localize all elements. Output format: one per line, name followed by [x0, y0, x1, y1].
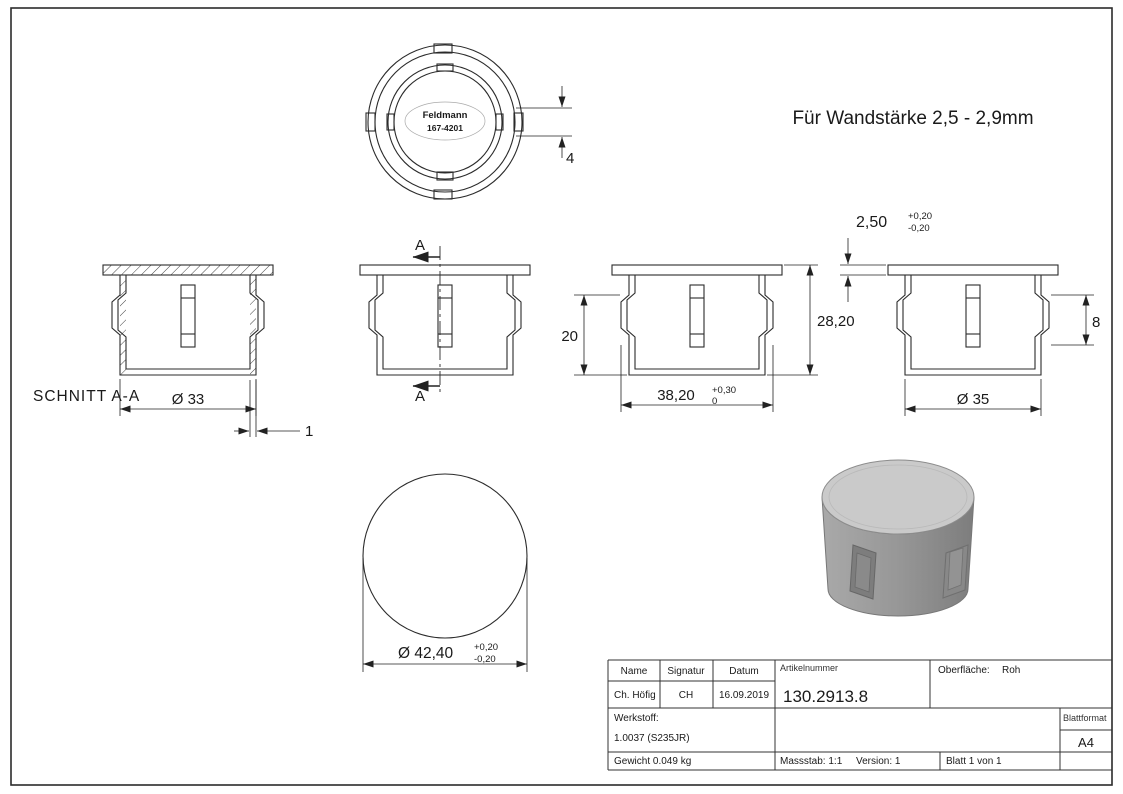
dim-dia35-label: Ø 35: [957, 391, 990, 408]
dim-wall1-label: 1: [305, 423, 313, 440]
dim-3820-tol-minus: 0: [712, 396, 717, 407]
blatt-value: Blatt 1 von 1: [946, 756, 1002, 767]
dim-20: 20: [561, 294, 627, 376]
dim-250-tol-minus: -0,20: [908, 223, 930, 234]
dim-4: 4: [516, 86, 574, 167]
gewicht-value: Gewicht 0.049 kg: [614, 756, 691, 767]
dim-dia33: Ø 33: [119, 379, 257, 416]
dim-250-tol-plus: +0,20: [908, 211, 932, 222]
col-signatur: Signatur: [667, 666, 705, 677]
dim-4-label: 4: [566, 150, 574, 167]
top-view: Feldmann 167-4201 4: [365, 43, 574, 200]
artikelnummer-label: Artikelnummer: [780, 663, 838, 673]
oberflaeche-value: Roh: [1002, 665, 1020, 676]
section-view-a-a: SCHNITT A-A Ø 33 1: [33, 264, 313, 440]
werkstoff-value: 1.0037 (S235JR): [614, 733, 690, 744]
render-3d: [821, 459, 975, 617]
col-datum: Datum: [729, 666, 758, 677]
dim-250-label: 2,50: [856, 214, 887, 231]
oberflaeche-label: Oberfläche:: [938, 665, 990, 676]
dim-8-label: 8: [1092, 314, 1100, 331]
massstab-value: Massstab: 1:1: [780, 756, 843, 767]
dim-dia33-label: Ø 33: [172, 391, 205, 408]
dim-20-label: 20: [561, 328, 578, 345]
wall-thickness-note: Für Wandstärke 2,5 - 2,9mm: [792, 108, 1033, 129]
cut-mark-bottom: A: [415, 388, 425, 405]
dim-dia4240: Ø 42,40 +0,20 -0,20: [362, 558, 528, 672]
page-border: [10, 7, 1113, 786]
logo-partnumber: 167-4201: [427, 123, 463, 133]
author-name: Ch. Höfig: [614, 690, 656, 701]
logo-brand: Feldmann: [423, 110, 468, 121]
title-block: Name Signatur Datum Ch. Höfig CH 16.09.2…: [607, 659, 1112, 771]
version-value: Version: 1: [856, 756, 901, 767]
section-label: SCHNITT A-A: [33, 388, 140, 405]
dim-dia4240-label: Ø 42,40: [398, 645, 454, 662]
dim-dia4240-tol-plus: +0,20: [474, 642, 498, 653]
hatched-flange: [102, 264, 274, 276]
werkstoff-label: Werkstoff:: [614, 713, 659, 724]
date-value: 16.09.2019: [719, 690, 769, 701]
dim-3820-label: 38,20: [657, 387, 695, 404]
dim-3820-tol-plus: +0,30: [712, 385, 736, 396]
blattformat-label: Blattformat: [1063, 713, 1107, 723]
bottom-view: Ø 42,40 +0,20 -0,20: [362, 473, 528, 672]
dim-250: 2,50 +0,20 -0,20: [840, 211, 932, 302]
col-name: Name: [621, 666, 648, 677]
dim-2820: 28,20: [767, 264, 855, 376]
artikelnummer-value: 130.2913.8: [783, 687, 868, 706]
cut-mark-top: A: [415, 237, 425, 254]
cutting-plane-a-a: A A: [412, 237, 441, 405]
dim-dia4240-tol-minus: -0,20: [474, 654, 496, 665]
dimensioned-view-flange: 2,50 +0,20 -0,20 8 Ø 35: [840, 211, 1100, 416]
dim-8: 8: [1051, 294, 1100, 346]
blattformat-value: A4: [1078, 735, 1094, 750]
dim-2820-label: 28,20: [817, 313, 855, 330]
dimensioned-view-heights: 20 28,20 38,20 +0,30 0: [561, 264, 855, 412]
logo-oval: [404, 101, 486, 141]
render-top-face: [821, 459, 975, 535]
author-signatur: CH: [679, 690, 693, 701]
dim-3820: 38,20 +0,30 0: [620, 345, 774, 412]
dim-dia35: Ø 35: [904, 379, 1042, 416]
front-view: A A: [359, 237, 531, 405]
dim-wall1: 1: [234, 380, 313, 440]
